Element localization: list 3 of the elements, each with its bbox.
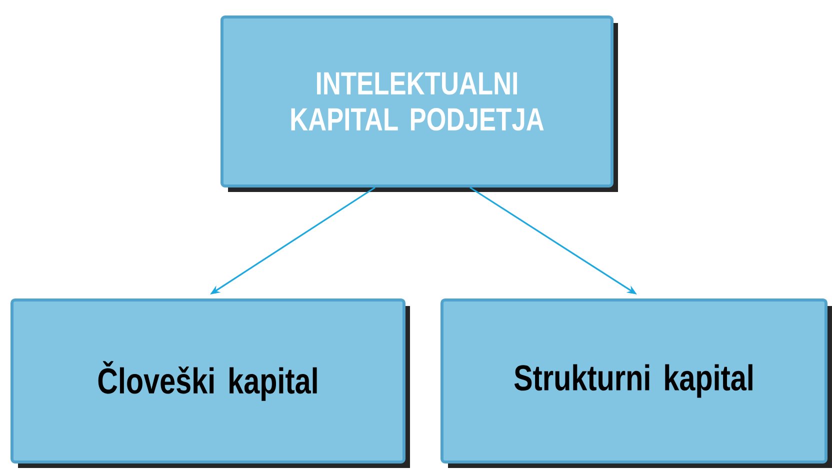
text-box: Strukturni kapital <box>440 298 832 468</box>
text-box: INTELEKTUALNI KAPITAL PODJETJA <box>220 16 618 192</box>
text-box: Človeški kapital <box>10 298 410 468</box>
